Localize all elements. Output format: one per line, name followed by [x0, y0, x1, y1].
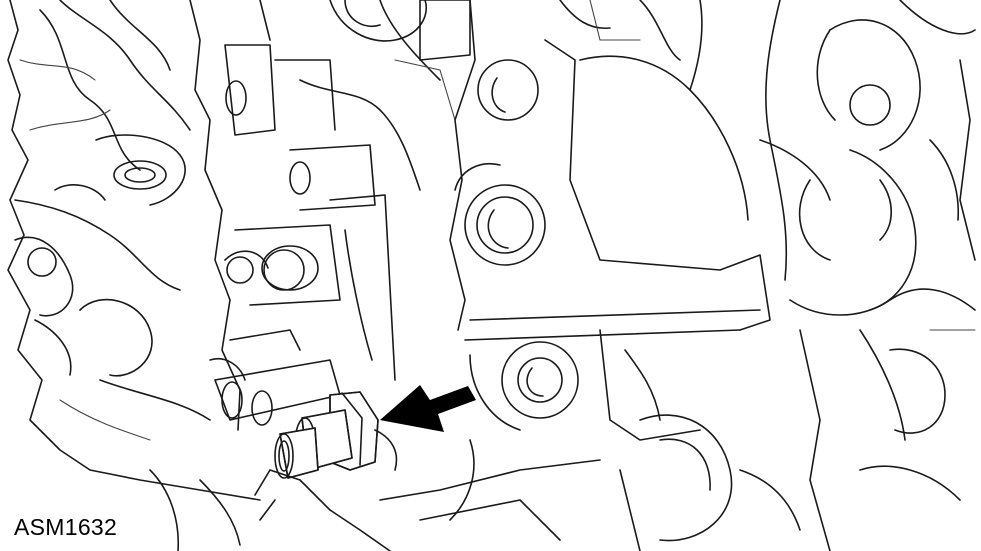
center-housing — [379, 0, 771, 551]
plug-fitting-icon — [274, 391, 398, 479]
arrow-pointer-icon — [380, 385, 476, 432]
right-housing — [739, 0, 976, 551]
left-housing — [7, 0, 261, 501]
lower-bracket — [149, 469, 391, 551]
figure-id-label: ASM1632 — [14, 514, 118, 540]
center-column — [189, 0, 471, 431]
